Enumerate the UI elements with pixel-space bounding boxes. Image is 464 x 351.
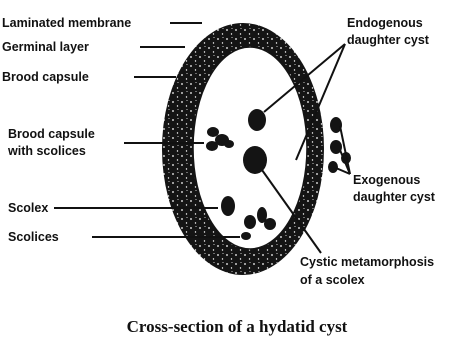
label-laminated-membrane: Laminated membrane — [2, 16, 131, 30]
label-exogenous-line1: Exogenous — [353, 173, 420, 187]
label-endogenous-line1: Endogenous — [347, 16, 423, 30]
scolex-shape — [221, 196, 235, 216]
label-germinal-layer: Germinal layer — [2, 40, 89, 54]
label-exogenous-line2: daughter cyst — [353, 190, 436, 204]
label-cystic-metamorphosis-line1: Cystic metamorphosis — [300, 255, 434, 269]
label-scolex: Scolex — [8, 201, 48, 215]
label-scolices: Scolices — [8, 230, 59, 244]
label-brood-capsule-with-scolices-line2: with scolices — [7, 144, 86, 158]
cystic-metamorphosis-scolex — [243, 146, 267, 174]
label-brood-capsule-with-scolices-line1: Brood capsule — [8, 127, 95, 141]
label-cystic-metamorphosis-line2: of a scolex — [300, 273, 365, 287]
label-endogenous-line2: daughter cyst — [347, 33, 430, 47]
figure-caption: Cross-section of a hydatid cyst — [127, 317, 348, 336]
endogenous-daughter-cyst-small — [248, 109, 266, 131]
label-brood-capsule: Brood capsule — [2, 70, 89, 84]
